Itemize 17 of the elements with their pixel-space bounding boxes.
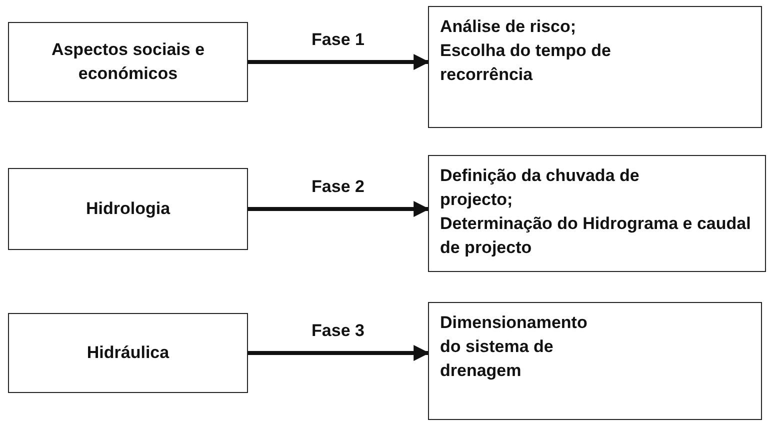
task-box xyxy=(428,302,762,420)
node-text: Dimensionamento do sistema de drenagem xyxy=(440,312,588,382)
category-box xyxy=(8,313,248,393)
task-box xyxy=(428,6,762,128)
task-box xyxy=(428,155,766,272)
arrow xyxy=(248,54,430,70)
category-box xyxy=(8,168,248,250)
node-text: Hidrologia xyxy=(86,198,170,220)
node-text: Determinação do Hidrograma e caudal de projecto xyxy=(440,213,752,259)
node-text: Escolha do tempo de recorrência xyxy=(440,40,612,86)
arrow xyxy=(248,345,430,361)
node-text: Análise de risco; xyxy=(440,16,576,38)
node-text: Aspectos sociais e económicos xyxy=(50,39,206,85)
arrow xyxy=(248,201,430,217)
category-box xyxy=(8,22,248,102)
node-text: Definição da chuvada de projecto; xyxy=(440,165,640,211)
node-text: Hidráulica xyxy=(86,342,170,364)
